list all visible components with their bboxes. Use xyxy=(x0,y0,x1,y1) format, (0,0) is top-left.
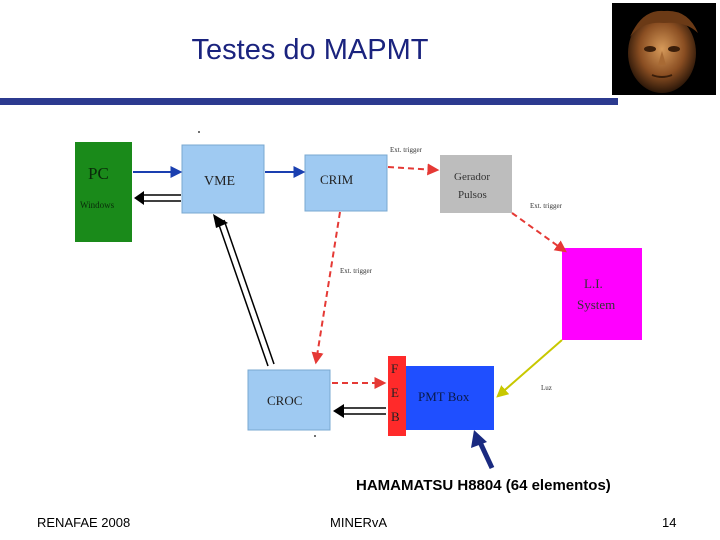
slide-title: Testes do MAPMT xyxy=(191,34,429,66)
croc-label: CROC xyxy=(267,393,302,408)
crim-box: CRIM xyxy=(304,154,388,212)
pc-label: PC xyxy=(88,164,109,183)
feb-box: F E B xyxy=(388,356,406,436)
footer-page-number: 14 xyxy=(662,515,677,530)
gerador-label-1: Gerador xyxy=(454,171,490,183)
gerador-pulsos-box: Gerador Pulsos xyxy=(440,155,512,213)
pc-sublabel: Windows xyxy=(80,200,115,210)
footer-conference: RENAFAE 2008 xyxy=(37,515,131,530)
pmt-label: PMT Box xyxy=(418,389,470,404)
feb-label-e: E xyxy=(391,385,399,400)
sculpture-portrait-image xyxy=(612,3,716,95)
feb-label-b: B xyxy=(391,409,400,424)
crim-to-feb-trigger-arrow xyxy=(311,211,341,365)
crim-label: CRIM xyxy=(320,172,354,187)
gerador-li-trigger-label: Ext. trigger xyxy=(530,202,563,210)
gerador-label-2: Pulsos xyxy=(458,189,487,201)
feb-to-croc-arrow xyxy=(333,404,386,418)
li-label-2: System xyxy=(577,297,615,312)
pc-box: PC Windows xyxy=(75,142,132,242)
li-system-box: L.I. System xyxy=(562,248,642,340)
caption-pointer-arrow xyxy=(471,430,495,470)
footer-project: MINERvA xyxy=(330,515,388,530)
vme-box: VME xyxy=(181,144,265,214)
vme-croc-link-arrow xyxy=(213,214,275,367)
pmt-box: PMT Box xyxy=(406,366,494,430)
li-to-pmt-light-arrow xyxy=(496,339,563,398)
croc-box: CROC xyxy=(247,369,331,431)
li-label-1: L.I. xyxy=(584,276,603,291)
crim-gerador-trigger-label: Ext. trigger xyxy=(390,146,423,154)
feb-label-f: F xyxy=(391,361,398,376)
li-pmt-light-label: Luz xyxy=(541,384,552,392)
crim-to-gerador-trigger-arrow xyxy=(387,163,440,176)
vme-to-pc-arrow xyxy=(134,191,181,205)
vme-label: VME xyxy=(204,174,235,189)
pmt-caption: HAMAMATSU H8804 (64 elementos) xyxy=(356,477,611,494)
crim-feb-trigger-label: Ext. trigger xyxy=(340,267,373,275)
title-underline xyxy=(0,98,618,105)
gerador-to-li-trigger-arrow xyxy=(511,212,567,253)
